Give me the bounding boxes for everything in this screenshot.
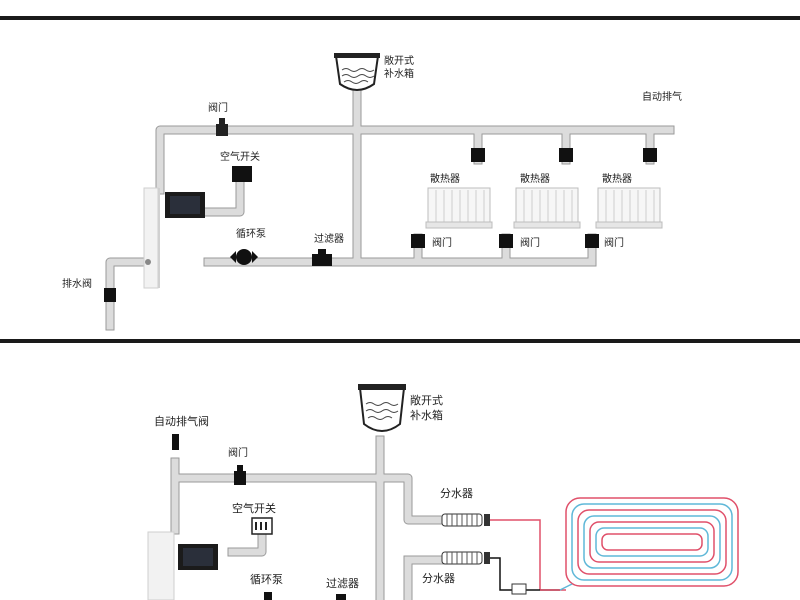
radiator-3: [585, 148, 663, 248]
filter-label: 过滤器: [314, 232, 344, 245]
bottom-pump: [264, 592, 272, 600]
radiator-1-valve-label: 阀门: [432, 236, 452, 249]
radiator-1-label: 散热器: [430, 172, 460, 185]
air-switch-label: 空气开关: [220, 150, 260, 163]
bottom-air-switch-label: 空气开关: [232, 501, 276, 515]
tank-label-2: 补水箱: [384, 67, 414, 80]
bottom-panel: 自动排气阀 阀门 敞开式 补水箱 空气开关 循环泵: [147, 384, 739, 600]
boiler-unit: [143, 187, 205, 289]
bottom-boiler-unit: [147, 531, 218, 600]
open-expansion-tank: [334, 53, 380, 91]
tank-label-1: 敞开式: [384, 54, 414, 67]
radiator-2-bottom-valve: [499, 234, 513, 248]
auto-vent-valve: [172, 434, 179, 450]
bottom-pump-label: 循环泵: [250, 573, 283, 586]
bottom-tank-label-2: 补水箱: [410, 408, 443, 422]
bottom-open-expansion-tank: [358, 384, 406, 432]
circulation-pump: [230, 249, 258, 265]
radiator-3-top-valve: [643, 148, 657, 162]
manifold-top: [441, 513, 490, 527]
drain-valve-label: 排水阀: [62, 277, 92, 290]
bottom-pipes: [170, 435, 450, 600]
pump-label: 循环泵: [236, 227, 266, 240]
boiler-port: [145, 259, 151, 265]
air-switch-box: [232, 166, 252, 182]
middle-frame-line: [0, 339, 800, 343]
bottom-main-valve: [234, 465, 246, 485]
radiator-3-bottom-valve: [585, 234, 599, 248]
main-valve-label: 阀门: [208, 101, 228, 114]
main-valve: [216, 118, 228, 136]
top-panel: 敞开式 补水箱 自动排气 阀门 空气开关 循环泵 过滤器 排水阀: [0, 16, 800, 343]
supply-line: [490, 519, 541, 590]
bottom-filter: [336, 594, 346, 600]
drain-valve: [104, 288, 116, 302]
radiator-2-valve-label: 阀门: [520, 236, 540, 249]
radiator-2: [499, 148, 581, 248]
radiator-1-bottom-valve: [411, 234, 425, 248]
radiator-3-label: 散热器: [602, 172, 632, 185]
bottom-main-valve-label: 阀门: [228, 446, 248, 459]
floor-heating-coil: [540, 497, 739, 591]
manifold-top-label: 分水器: [440, 487, 473, 500]
radiator-1: [411, 148, 493, 248]
manifold-bottom-label: 分水器: [422, 572, 455, 585]
auto-vent-valve-label: 自动排气阀: [154, 414, 209, 428]
auto-vent-label: 自动排气: [642, 90, 682, 103]
bottom-filter-label: 过滤器: [326, 577, 359, 590]
return-line: [490, 557, 560, 591]
filter: [312, 249, 332, 266]
bottom-mixing-valve: [511, 583, 527, 595]
radiator-2-label: 散热器: [520, 172, 550, 185]
radiator-3-valve-label: 阀门: [604, 236, 624, 249]
bottom-air-switch: [251, 517, 273, 535]
top-frame-line: [0, 16, 800, 20]
bottom-tank-label-1: 敞开式: [410, 393, 443, 407]
manifold-bottom: [441, 551, 490, 565]
radiator-2-top-valve: [559, 148, 573, 162]
radiator-1-top-valve: [471, 148, 485, 162]
